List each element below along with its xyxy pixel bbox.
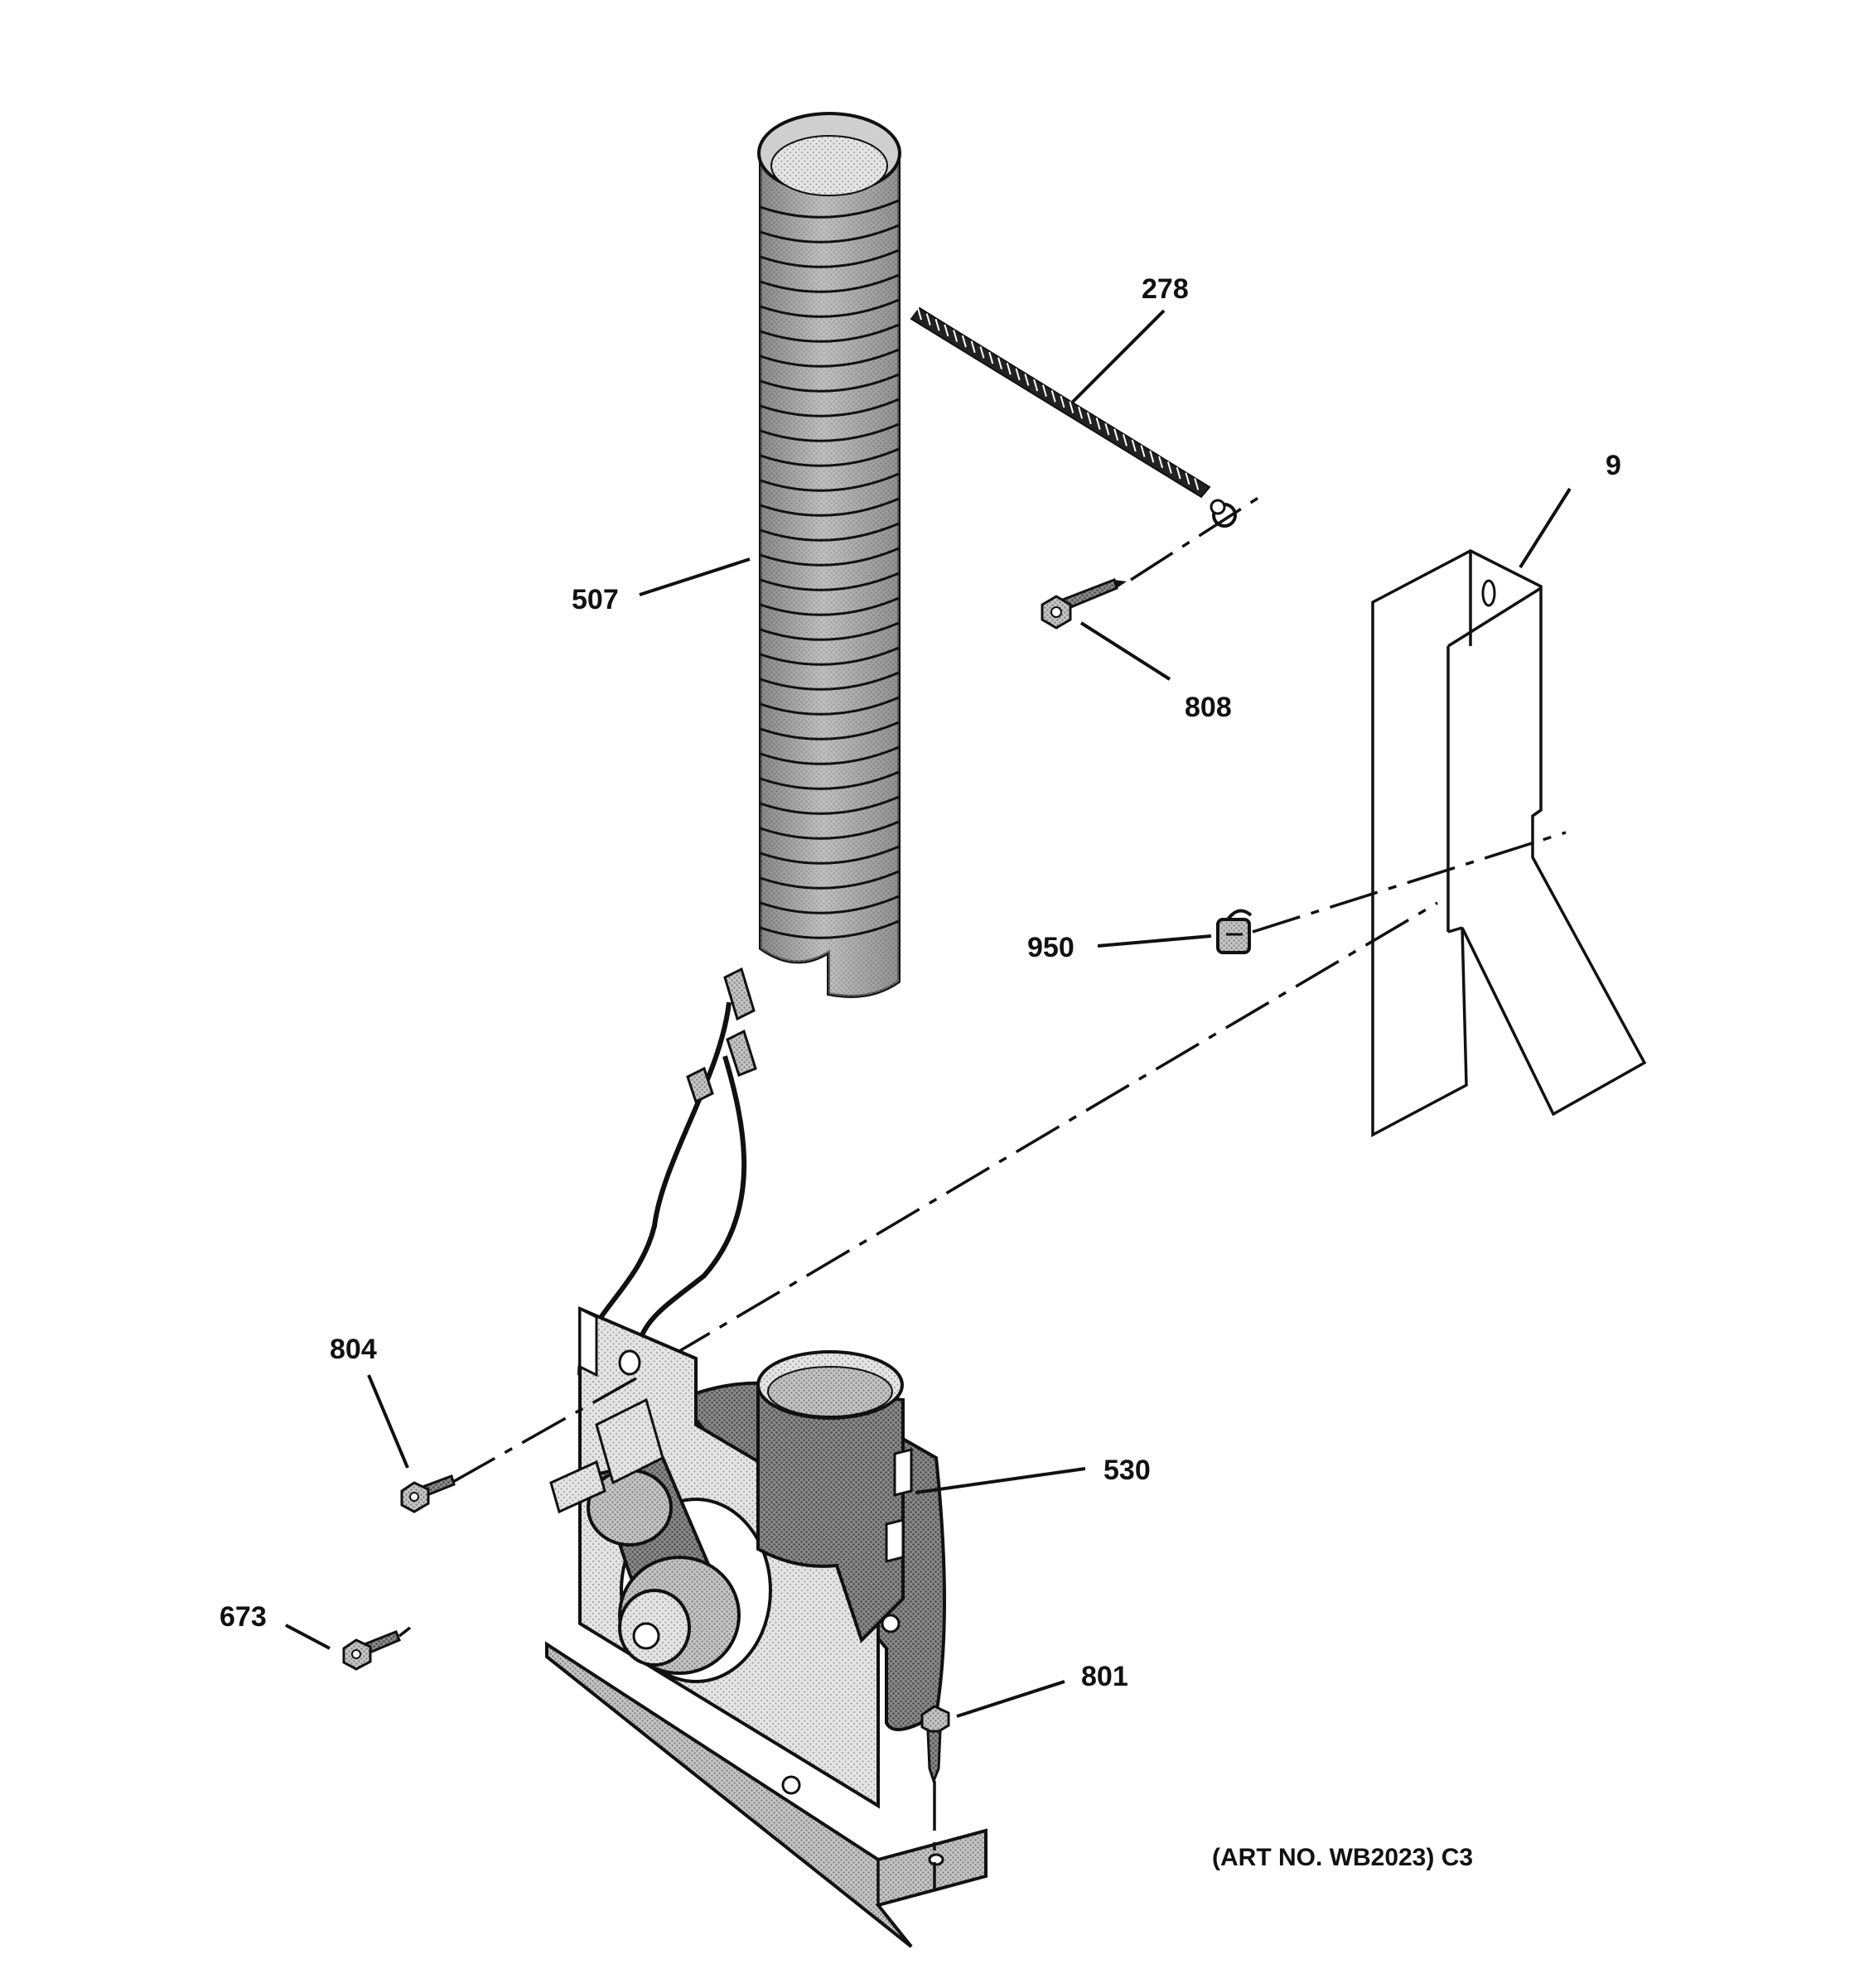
hose-rib: [760, 721, 900, 741]
strap-tooth: [997, 357, 1002, 369]
hose-rib: [760, 422, 900, 442]
screw-673: [342, 1626, 412, 1671]
part-label-673: 673: [220, 1601, 267, 1633]
part-label-801: 801: [1081, 1661, 1128, 1692]
wire-clip-950: [1216, 909, 1253, 954]
part-label-9: 9: [1606, 450, 1621, 481]
art-number-caption: (ART NO. WB2023) C3: [1212, 1844, 1473, 1871]
flexible-duct-hose: [757, 112, 901, 998]
wire-harness: [577, 967, 757, 1376]
blower-assembly: [545, 1305, 988, 1948]
hose-rib: [760, 746, 900, 765]
strap-tooth: [1041, 384, 1047, 398]
strap-tooth: [1123, 434, 1128, 446]
strap-tooth: [1078, 406, 1084, 419]
hose-rib: [760, 895, 900, 914]
hose-rib: [760, 472, 900, 492]
part-label-950: 950: [1027, 932, 1074, 963]
hose-rib: [760, 398, 900, 417]
screw-801: [920, 1705, 950, 1889]
mounting-bracket: [1371, 549, 1647, 1137]
strap-tooth: [1185, 472, 1190, 485]
hose-rib: [760, 572, 900, 591]
strap-tooth: [1050, 390, 1056, 403]
hose-rib: [760, 671, 900, 691]
strap-tooth: [934, 318, 940, 331]
hose-rib: [760, 273, 900, 293]
strap-tooth: [1060, 395, 1065, 408]
hose-rib: [760, 547, 900, 567]
hose-rib: [760, 447, 900, 467]
clamp-strap: [910, 306, 1237, 528]
strap-tooth: [1140, 445, 1146, 457]
strap-tooth: [953, 330, 959, 342]
strap-tooth: [1149, 450, 1155, 463]
strap-tooth: [961, 335, 967, 348]
hose-rib: [760, 373, 900, 393]
part-label-278: 278: [1142, 273, 1189, 305]
strap-tooth: [1113, 428, 1119, 442]
strap-tooth: [1006, 362, 1012, 375]
hose-rib: [760, 820, 900, 840]
strap-teeth: [917, 307, 1200, 490]
strap-tooth: [988, 351, 994, 364]
strap-tooth: [1166, 461, 1172, 474]
strap-tooth: [1015, 368, 1021, 381]
hose-rib: [760, 323, 900, 343]
hose-rib: [760, 870, 900, 890]
hose-rib: [760, 646, 900, 666]
strap-tooth: [1176, 466, 1181, 480]
hose-rib: [760, 224, 900, 244]
strap-tooth: [1104, 422, 1110, 436]
hose-rib: [760, 497, 900, 517]
hose-rib: [760, 298, 900, 318]
screw-808: [1041, 578, 1127, 630]
hose-rib: [760, 770, 900, 790]
screw-804: [400, 1474, 456, 1513]
leader-lines: [285, 309, 1572, 1718]
strap-tooth: [925, 313, 931, 326]
strap-tooth: [1024, 374, 1030, 386]
hose-rib: [760, 596, 900, 616]
hose-rib: [760, 795, 900, 815]
strap-tooth: [1033, 379, 1039, 392]
hose-rib: [760, 348, 900, 368]
hose-rib: [760, 199, 900, 219]
strap-tooth: [1194, 478, 1200, 490]
strap-tooth: [1086, 412, 1092, 425]
strap-tooth: [1158, 456, 1164, 469]
part-label-808: 808: [1185, 692, 1232, 723]
strap-tooth: [970, 340, 976, 354]
part-label-530: 530: [1103, 1455, 1151, 1486]
hose-rib: [760, 248, 900, 268]
hose-rib: [760, 522, 900, 542]
hose-ribs: [760, 199, 900, 939]
part-label-507: 507: [572, 584, 619, 615]
strap-tooth: [917, 307, 922, 321]
part-label-804: 804: [330, 1334, 377, 1365]
strap-tooth: [1069, 401, 1074, 413]
strap-tooth: [1095, 417, 1101, 430]
hose-rib: [760, 845, 900, 865]
strap-tooth: [944, 324, 949, 337]
hose-rib: [760, 696, 900, 716]
hose-rib: [760, 621, 900, 641]
hose-rib: [760, 919, 900, 939]
strap-tooth: [979, 346, 985, 359]
strap-tooth: [1131, 439, 1137, 452]
